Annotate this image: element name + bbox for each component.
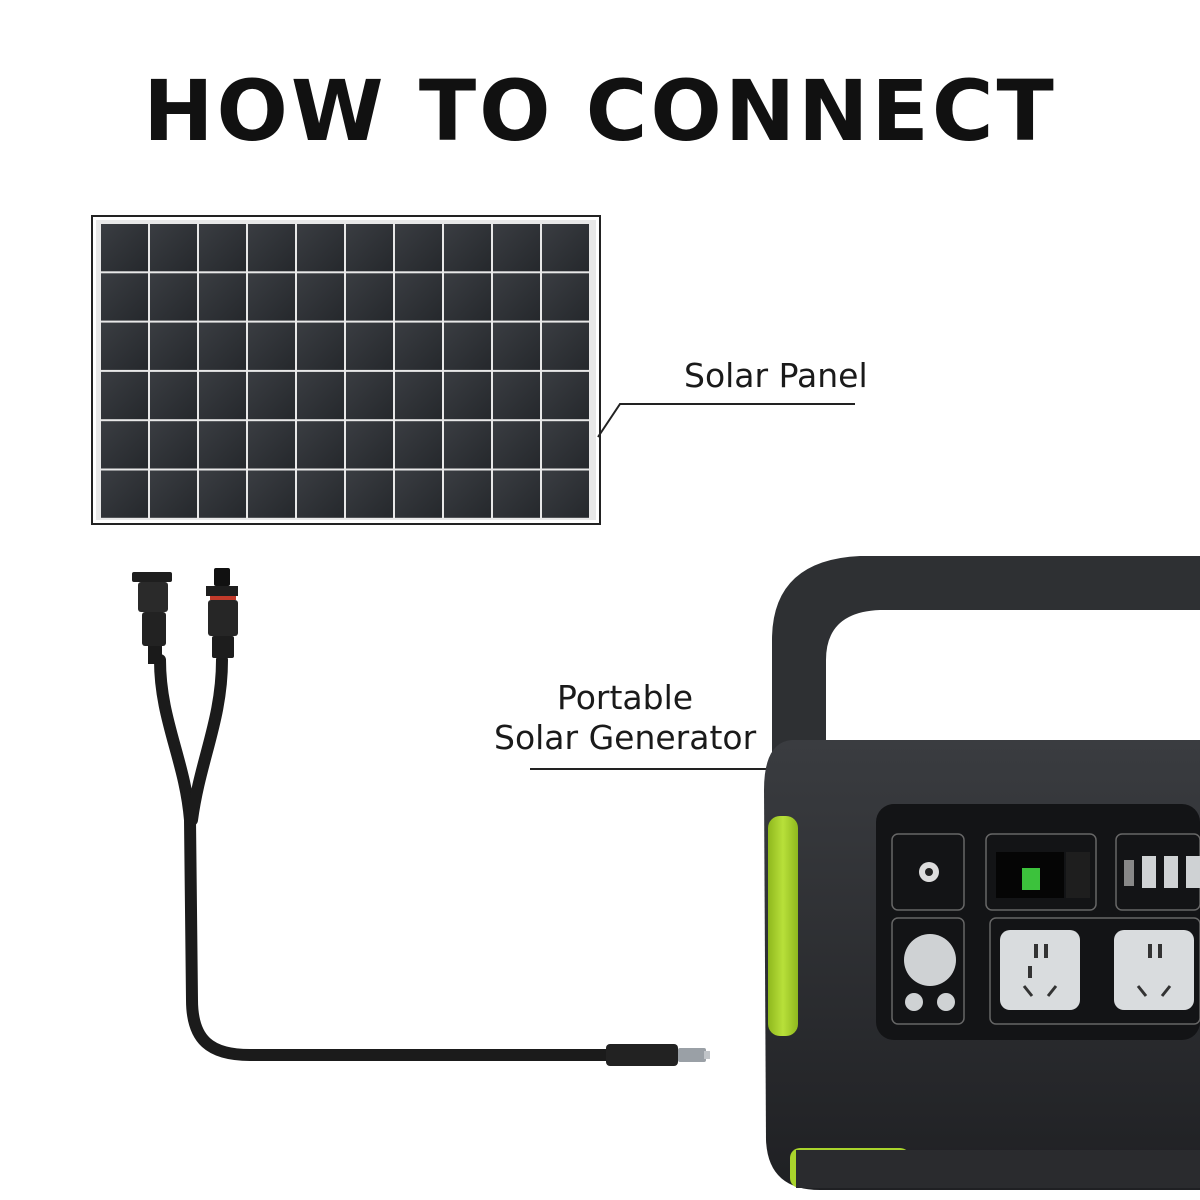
solar-cell — [542, 470, 589, 518]
solar-cell — [346, 371, 393, 420]
solar-cell — [346, 421, 393, 469]
solar-cell — [297, 322, 344, 370]
power-station-icon — [764, 556, 1200, 1190]
solar-cell — [150, 371, 197, 420]
solar-cell — [493, 224, 540, 272]
solar-cell — [101, 273, 148, 321]
solar-cell — [101, 421, 148, 469]
solar-cell — [150, 470, 197, 518]
solar-cell — [444, 224, 491, 272]
solar-cell — [199, 224, 246, 272]
solar-cell — [493, 273, 540, 321]
usb-port-icon — [1124, 856, 1200, 888]
solar-cell — [542, 224, 589, 272]
solar-cell — [542, 273, 589, 321]
solar-cell — [199, 421, 246, 469]
solar-cell — [150, 273, 197, 321]
solar-cell — [346, 322, 393, 370]
solar-cell — [150, 322, 197, 370]
solar-panel-label: Solar Panel — [684, 356, 868, 395]
solar-cell — [248, 273, 295, 321]
solar-cell — [199, 470, 246, 518]
generator-label-line1: Portable — [557, 678, 694, 717]
solar-cell — [395, 371, 442, 420]
page-title: HOW TO CONNECT — [143, 62, 1057, 160]
solar-cell — [199, 322, 246, 370]
solar-cell — [101, 224, 148, 272]
solar-cell — [346, 224, 393, 272]
solar-cell — [297, 421, 344, 469]
solar-cell — [297, 224, 344, 272]
solar-cell — [444, 273, 491, 321]
solar-cell — [444, 322, 491, 370]
battery-display-icon — [996, 852, 1090, 898]
solar-cell — [542, 322, 589, 370]
solar-cell — [248, 371, 295, 420]
solar-cell — [297, 470, 344, 518]
solar-cell — [248, 421, 295, 469]
solar-cell — [395, 470, 442, 518]
solar-cell — [542, 421, 589, 469]
solar-cells — [101, 224, 589, 518]
solar-cell — [346, 470, 393, 518]
solar-cell — [493, 371, 540, 420]
solar-cell — [493, 470, 540, 518]
solar-panel-icon — [91, 215, 601, 525]
solar-panel-leader-line — [597, 403, 855, 438]
mc4-connector-icon — [132, 572, 172, 664]
solar-cell — [395, 322, 442, 370]
solar-cell — [101, 470, 148, 518]
ac-outlet-icon — [1114, 930, 1194, 1010]
solar-cell — [101, 322, 148, 370]
solar-cell — [150, 224, 197, 272]
solar-cell — [199, 273, 246, 321]
solar-cell — [542, 371, 589, 420]
solar-cell — [297, 273, 344, 321]
solar-cell — [444, 371, 491, 420]
solar-cell — [248, 224, 295, 272]
ac-outlet-icon — [1000, 930, 1080, 1010]
solar-cell — [297, 371, 344, 420]
solar-cell — [395, 273, 442, 321]
y-cable — [132, 568, 710, 1066]
dc-plug-icon — [606, 1044, 710, 1066]
solar-cell — [346, 273, 393, 321]
solar-cell — [101, 371, 148, 420]
solar-cell — [395, 421, 442, 469]
solar-cell — [199, 371, 246, 420]
solar-cell — [248, 322, 295, 370]
solar-cell — [395, 224, 442, 272]
solar-cell — [444, 421, 491, 469]
mc4-connector-icon — [206, 568, 238, 658]
solar-cell — [150, 421, 197, 469]
solar-cell — [493, 322, 540, 370]
solar-cell — [248, 470, 295, 518]
generator-label-line2: Solar Generator — [494, 718, 757, 757]
solar-cell — [444, 470, 491, 518]
solar-cell — [493, 421, 540, 469]
